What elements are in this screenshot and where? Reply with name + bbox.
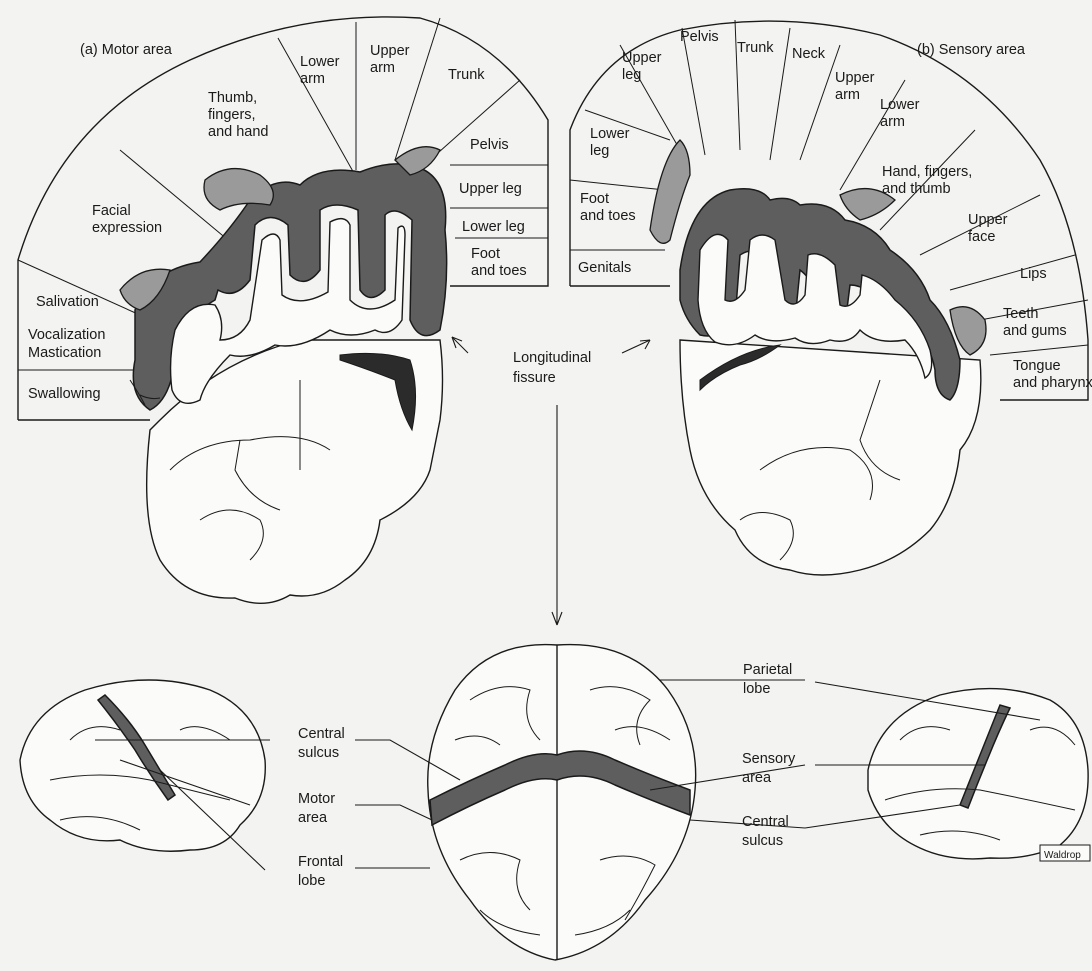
motor-region-label: Lower leg [462, 219, 525, 235]
sensory-region-label: Neck [792, 46, 826, 62]
left-lateral-brain [20, 680, 265, 851]
motor-region-label: Trunk [448, 67, 485, 83]
artist-stamp: Waldrop [1044, 850, 1081, 861]
motor-region-label: Swallowing [28, 386, 101, 402]
motor-region-label: Thumb,fingers,and hand [208, 90, 268, 140]
sensory-region-label: Trunk [737, 40, 774, 56]
motor-region-label: Upper leg [459, 181, 522, 197]
sensory-region-label: Genitals [578, 260, 631, 276]
sensory-region-label: Pelvis [680, 29, 719, 45]
sensory-region-label: Lips [1020, 266, 1047, 282]
motor-region-label: Vocalization [28, 327, 105, 343]
sensory-brain-slice [650, 140, 986, 575]
sensory-panel-title: (b) Sensory area [917, 42, 1026, 58]
motor-region-label: Mastication [28, 345, 101, 361]
sensory-region-label: Hand, fingers,and thumb [882, 164, 972, 197]
right-lateral-brain [868, 689, 1088, 859]
motor-brain-slice [120, 147, 447, 604]
motor-region-label: Pelvis [470, 137, 509, 153]
top-brain [428, 645, 696, 960]
motor-region-label: Salivation [36, 294, 99, 310]
motor-panel-title: (a) Motor area [80, 42, 173, 58]
